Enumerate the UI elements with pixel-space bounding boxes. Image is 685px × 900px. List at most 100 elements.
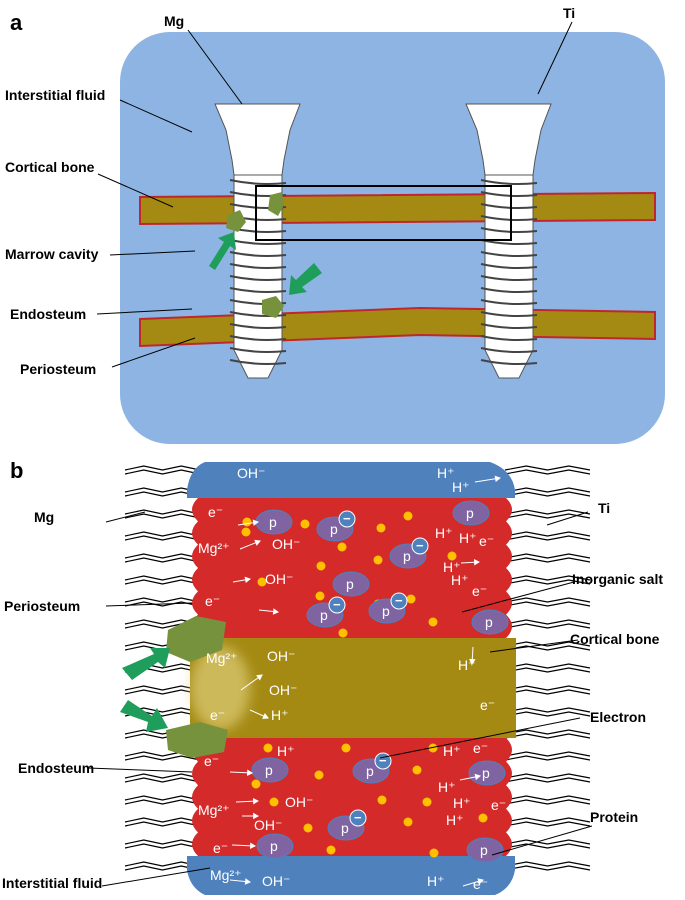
arrow-head (474, 773, 482, 781)
arrow-icon (289, 263, 322, 295)
protein-symbol: p (341, 820, 349, 836)
arrow-head (252, 797, 260, 805)
ion-label-h: H⁺ (427, 873, 445, 889)
mg-side-label: Mg (34, 509, 54, 525)
panel-a-letter: a (10, 10, 23, 35)
cortical-bone-band (190, 638, 516, 738)
arrow-head (494, 475, 502, 482)
panel-a: a (5, 5, 665, 444)
salt-particle (316, 561, 326, 571)
endosteum-label: Endosteum (10, 306, 86, 322)
ion-label-oh: OH⁻ (237, 465, 265, 481)
salt-particle (376, 523, 386, 533)
cortical-bone-upper (139, 191, 656, 226)
interstitial-fluid-region (120, 32, 665, 444)
ion-species: OH⁻H⁺H⁺e⁻Mg²⁺OH⁻H⁺H⁺e⁻OH⁻H⁺H⁺e⁻e⁻Mg²⁺OH⁻… (198, 465, 506, 892)
ion-label-h: H⁺ (446, 812, 464, 828)
corrosion-blob-lower (166, 722, 228, 758)
ion-label-h: H⁺ (438, 779, 456, 795)
salt-particle (478, 813, 488, 823)
periosteum-b-label: Periosteum (4, 598, 80, 614)
ion-label-oh: OH⁻ (272, 536, 300, 552)
ion-label-oh: OH⁻ (285, 794, 313, 810)
ion-label-oh: OH⁻ (254, 817, 282, 833)
ti-thread-lines (504, 465, 591, 871)
salt-particle (406, 594, 416, 604)
ion-label-e: e⁻ (491, 797, 506, 813)
marrow-cavity-label: Marrow cavity (5, 246, 99, 262)
corrosion-patch-2 (268, 192, 284, 216)
panel-b-letter: b (10, 458, 23, 483)
protein-symbol: p (403, 548, 411, 564)
salt-particle (241, 527, 251, 537)
electron-icon (338, 510, 356, 528)
protein-symbol: p (270, 838, 278, 854)
zoom-region-box (255, 185, 512, 241)
interstitial-fluid-b-label: Interstitial fluid (2, 875, 102, 891)
ion-label-e: e⁻ (204, 753, 219, 769)
electron-charge: − (343, 511, 351, 526)
salt-particle (326, 845, 336, 855)
ion-label-h: H⁺ (459, 530, 477, 546)
ion-label-oh: OH⁻ (267, 648, 295, 664)
salt-particle (403, 817, 413, 827)
arrow-head (252, 519, 260, 526)
protein-symbol: p (466, 505, 474, 521)
ion-label-e: e⁻ (210, 707, 225, 723)
arrow-head (473, 559, 481, 566)
protein-symbol: p (269, 514, 277, 530)
ion-label-e: e⁻ (205, 593, 220, 609)
protein-symbol: p (366, 763, 374, 779)
salt-particle (373, 555, 383, 565)
salt-particle (314, 770, 324, 780)
salt-particle (428, 617, 438, 627)
ion-label-h: H⁺ (437, 465, 455, 481)
white-arrows (229, 475, 502, 887)
protein-icon (471, 609, 509, 635)
salt-particle (269, 797, 279, 807)
periosteum-label: Periosteum (20, 361, 96, 377)
ion-label-h: H⁺ (443, 743, 461, 759)
electron-charge: − (395, 593, 403, 608)
protein-icon (452, 500, 490, 526)
electron-label: Electron (590, 709, 646, 725)
salt-particle (242, 517, 252, 527)
arrow-head (244, 878, 252, 885)
salt-particle (337, 542, 347, 552)
electron-charge: − (354, 810, 362, 825)
ion-label-h: H⁺ (453, 795, 471, 811)
ion-label-mg: Mg²⁺ (198, 802, 230, 818)
protein-icon (466, 837, 504, 863)
salt-particle (403, 511, 413, 521)
leader-lines-a (96, 21, 573, 368)
ion-label-e: e⁻ (473, 740, 488, 756)
ion-label-e: e⁻ (473, 876, 488, 892)
electron-icon (411, 537, 429, 555)
ion-label-h: H⁺ (443, 559, 461, 575)
ion-label-oh: OH⁻ (269, 682, 297, 698)
arrow-icon (122, 648, 170, 680)
arrow-head (469, 658, 476, 666)
salt-particle (377, 795, 387, 805)
cortical-bone-b-label: Cortical bone (570, 631, 660, 647)
arrow-head (272, 608, 280, 615)
salt-particle (429, 848, 439, 858)
arrow-icon (203, 232, 236, 270)
fluid-channel-bottom (187, 856, 515, 895)
inorganic-salt-label: Inorganic salt (572, 571, 663, 587)
salt-particle (447, 551, 457, 561)
protein-icon (251, 757, 289, 783)
corrosion-patch-3 (262, 296, 284, 318)
ion-label-e: e⁻ (480, 697, 495, 713)
protein-icon (468, 760, 506, 786)
leader-lines-b (87, 511, 593, 887)
green-arrows-a (203, 232, 322, 295)
protein-icon (256, 833, 294, 859)
electron-icon (349, 809, 367, 827)
ion-label-oh: OH⁻ (265, 571, 293, 587)
protein-symbol: p (482, 765, 490, 781)
arrow-head (246, 769, 254, 777)
